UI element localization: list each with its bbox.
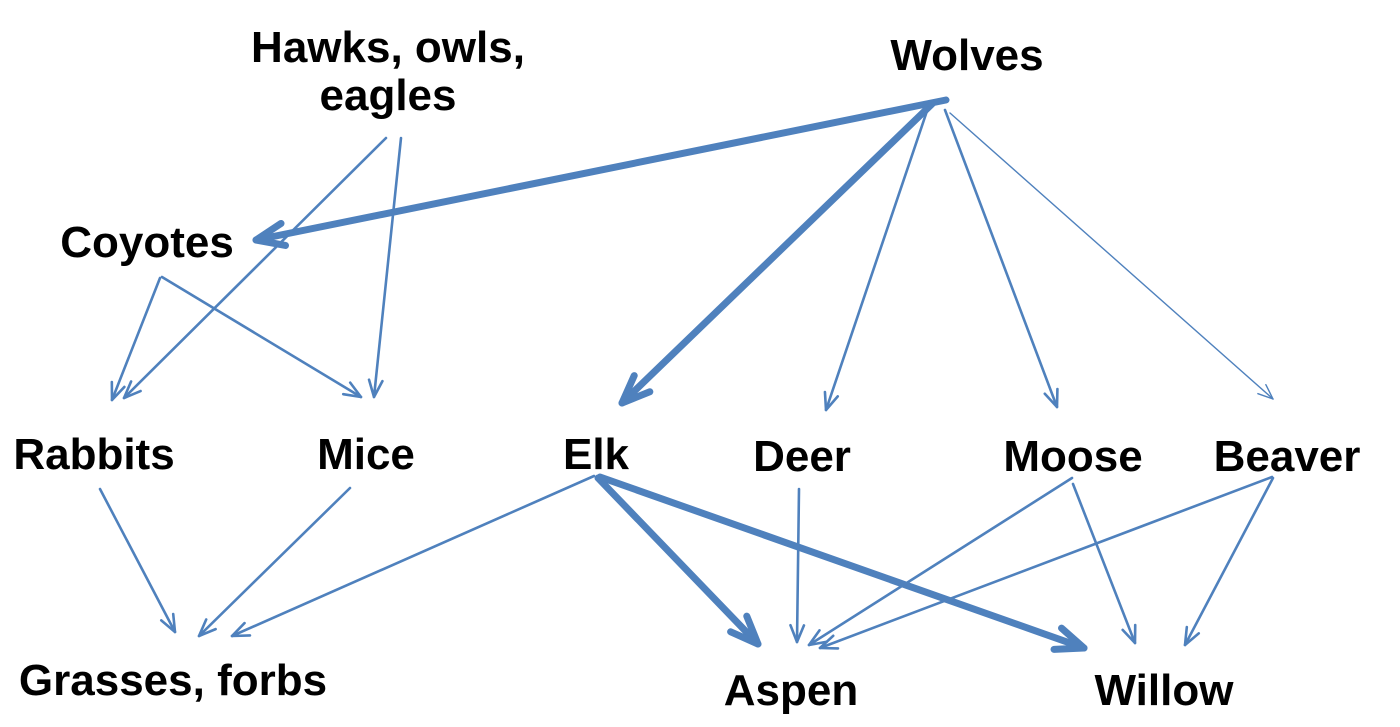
edge-mice-to-grasses	[197, 486, 352, 638]
edge-arrowhead	[789, 623, 806, 644]
edge-elk-to-grasses	[230, 474, 596, 638]
edge-arrowhead	[252, 219, 289, 249]
edges-layer	[98, 96, 1275, 653]
edge-line	[807, 476, 1074, 647]
edge-arrowhead	[367, 378, 384, 399]
edge-elk-to-aspen	[594, 474, 762, 648]
edge-arrowhead	[197, 618, 217, 638]
edge-coyotes-to-rabbits	[110, 276, 162, 402]
edge-line	[98, 487, 177, 634]
edge-line	[618, 100, 936, 407]
edge-deer-to-aspen	[789, 487, 806, 644]
edge-moose-to-willow	[1071, 482, 1137, 645]
node-moose: Moose	[1003, 432, 1143, 481]
node-hawks-label-line1: Hawks, owls,	[251, 23, 525, 72]
edge-line	[943, 108, 1059, 409]
edge-line	[594, 474, 762, 648]
edge-line	[949, 112, 1274, 400]
edge-line	[160, 275, 363, 399]
node-aspen: Aspen	[723, 666, 859, 715]
edge-line	[372, 136, 403, 399]
edge-arrowhead	[1183, 625, 1201, 647]
edge-hawks-to-rabbits	[122, 136, 388, 400]
edge-wolves-to-beaver	[949, 112, 1274, 400]
edge-arrowhead	[727, 612, 762, 648]
edge-line	[230, 474, 596, 638]
edge-arrowhead	[1257, 383, 1274, 400]
edge-coyotes-to-mice	[160, 275, 363, 399]
edge-arrowhead	[230, 621, 252, 638]
edge-arrowhead	[618, 372, 654, 407]
edge-arrowhead	[1121, 623, 1137, 645]
edge-line	[818, 475, 1274, 650]
node-elk: Elk	[562, 430, 630, 479]
edge-arrowhead	[818, 634, 840, 650]
edge-arrowhead	[1043, 387, 1059, 409]
edge-wolves-to-elk	[618, 100, 936, 407]
node-deer: Deer	[753, 432, 851, 481]
edge-arrowhead	[110, 380, 126, 402]
edge-line	[197, 486, 352, 638]
node-wolves: Wolves	[890, 31, 1044, 80]
node-hawks-label-line2: eagles	[319, 71, 457, 120]
edge-arrowhead	[1050, 624, 1088, 653]
edge-line	[1183, 476, 1275, 647]
edge-line	[824, 106, 930, 412]
edge-arrowhead	[823, 390, 840, 412]
edge-line	[110, 276, 162, 402]
edge-hawks-to-mice	[367, 136, 403, 399]
edge-arrowhead	[807, 629, 829, 647]
edge-beaver-to-willow	[1183, 476, 1275, 647]
node-rabbits: Rabbits	[13, 430, 175, 479]
node-grasses-forbs: Grasses, forbs	[18, 656, 328, 705]
node-mice: Mice	[317, 430, 415, 479]
edge-line	[252, 96, 950, 244]
node-beaver: Beaver	[1213, 432, 1361, 481]
edge-elk-to-willow	[596, 473, 1088, 653]
edge-arrowhead	[122, 380, 142, 400]
edge-moose-to-aspen	[807, 476, 1074, 647]
edge-line	[596, 473, 1088, 652]
node-willow: Willow	[1094, 666, 1234, 715]
edge-wolves-to-deer	[823, 106, 930, 412]
edge-line	[1071, 482, 1137, 645]
edge-beaver-to-aspen	[818, 475, 1274, 650]
node-coyotes: Coyotes	[60, 218, 234, 267]
edge-arrowhead	[341, 381, 363, 399]
edge-line	[795, 487, 801, 644]
edge-rabbits-to-grasses	[98, 487, 177, 634]
edge-wolves-to-moose	[943, 108, 1059, 409]
edge-wolves-to-coyotes	[252, 96, 950, 249]
node-hawks-owls-eagles: Hawks, owls, eagles	[251, 24, 525, 120]
edge-arrowhead	[159, 612, 177, 634]
edge-line	[122, 136, 388, 400]
